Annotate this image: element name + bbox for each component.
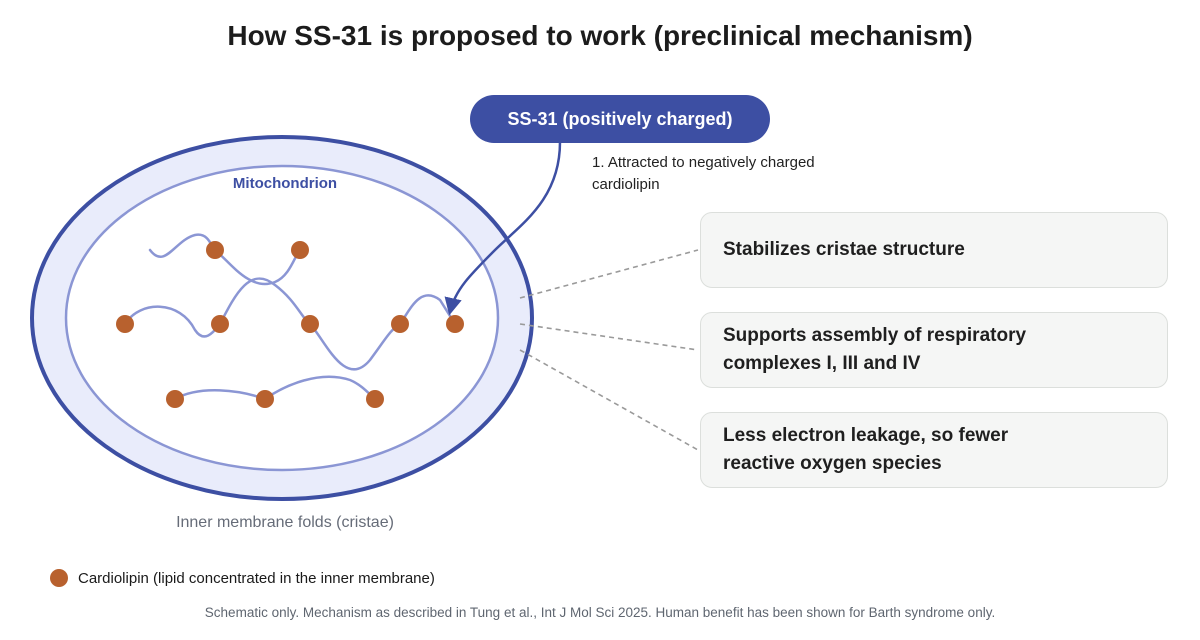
attraction-arrow [444,141,562,316]
connector-line [519,249,699,299]
footnote: Schematic only. Mechanism as described i… [204,605,996,620]
mitochondrion-label: Mitochondrion [232,175,338,192]
effect-box-ros: Less electron leakage, so fewer reactive… [700,412,1168,488]
legend-label: Cardiolipin (lipid concentrated in the i… [78,569,435,587]
connector-line [519,323,699,351]
cardiolipin-legend-icon [50,569,68,587]
cardiolipin-marker [256,390,274,408]
diagram-title: How SS-31 is proposed to work (preclinic… [227,20,973,51]
ss31-pill: SS-31 (positively charged) [470,95,770,143]
cardiolipin-marker [391,315,409,333]
cardiolipin-marker [206,241,224,259]
step-1-note: 1. Attracted to negatively charged cardi… [592,154,815,193]
effect-box-complexes: Supports assembly of respiratory complex… [700,312,1168,388]
effect-box-cristae: Stabilizes cristae structure [700,212,1168,288]
cardiolipin-marker [211,315,229,333]
cardiolipin-marker [291,241,309,259]
legend: Cardiolipin (lipid concentrated in the i… [50,569,435,587]
connector-line [519,349,699,451]
cristae-label: Inner membrane folds (cristae) [176,514,394,531]
crista-fold-3 [173,375,377,401]
cardiolipin-marker [116,315,134,333]
cardiolipin-marker [301,315,319,333]
effect-text: Less electron leakage, so fewer reactive… [723,425,1009,474]
cardiolipin-marker-target [446,315,464,333]
effect-text: Stabilizes cristae structure [723,239,965,260]
cardiolipin-marker [366,390,384,408]
cardiolipin-marker [166,390,184,408]
effect-text: Supports assembly of respiratory complex… [723,325,1027,374]
